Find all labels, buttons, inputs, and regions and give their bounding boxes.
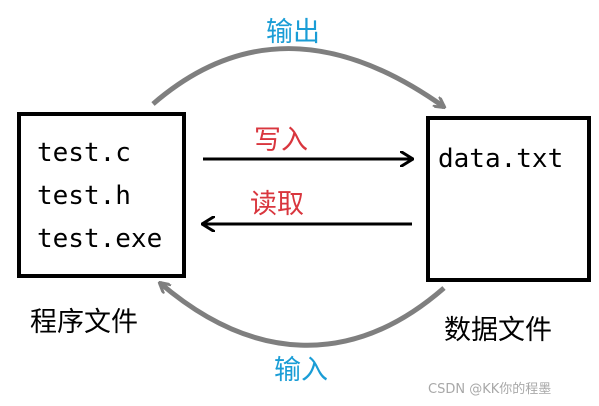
- program-file-item: test.exe: [37, 224, 163, 254]
- program-file-box: test.c test.h test.exe: [17, 112, 186, 278]
- program-file-caption: 程序文件: [30, 307, 138, 338]
- program-file-item: test.c: [37, 138, 131, 168]
- data-file-box: data.txt: [426, 116, 591, 282]
- input-arrow: [160, 283, 446, 348]
- data-file-name: data.txt: [438, 144, 564, 174]
- read-label: 读取: [250, 189, 304, 220]
- write-label: 写入: [254, 125, 308, 156]
- data-file-caption: 数据文件: [444, 315, 552, 346]
- input-label: 输入: [274, 355, 328, 386]
- output-label: 输出: [266, 17, 320, 48]
- output-arrow: [151, 46, 444, 107]
- program-file-list: test.c test.h test.exe: [37, 132, 162, 261]
- program-file-item: test.h: [37, 181, 131, 211]
- csdn-watermark: CSDN @KK你的程墨: [428, 382, 552, 397]
